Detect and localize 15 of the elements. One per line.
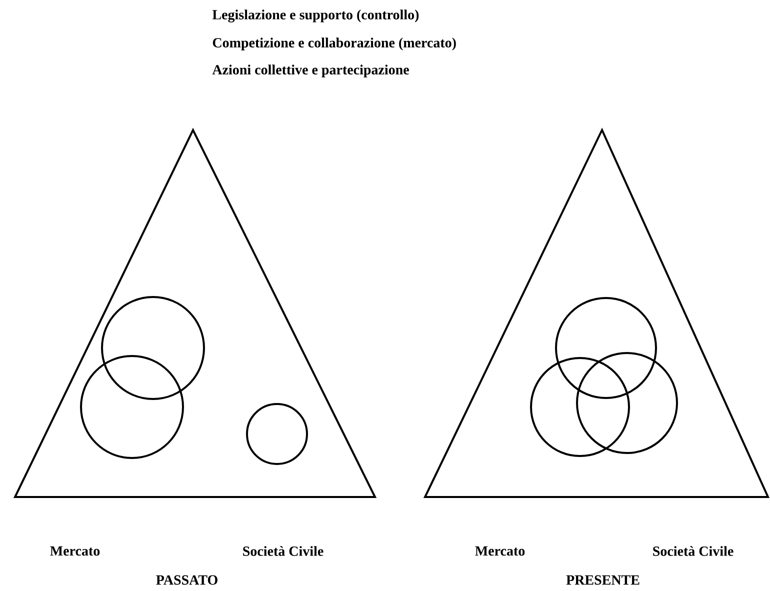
circle [555, 297, 657, 399]
label-text: Mercato [50, 546, 100, 556]
label-text: Società Civile [243, 546, 324, 556]
circle [246, 403, 308, 465]
label-text: PRESENTE [566, 575, 640, 585]
label-text: Azioni collettive e partecipazione [212, 64, 409, 78]
circle [530, 357, 630, 457]
label-text: Competizione e collaborazione (mercato) [212, 38, 456, 50]
circle [80, 355, 184, 459]
circle [576, 352, 678, 454]
label-text: Società Civile [653, 546, 734, 556]
label-text: Legislazione e supporto (controllo) [212, 10, 419, 22]
label-text: PASSATO [156, 575, 218, 585]
label-text: Mercato [475, 546, 525, 556]
circle [101, 296, 205, 400]
